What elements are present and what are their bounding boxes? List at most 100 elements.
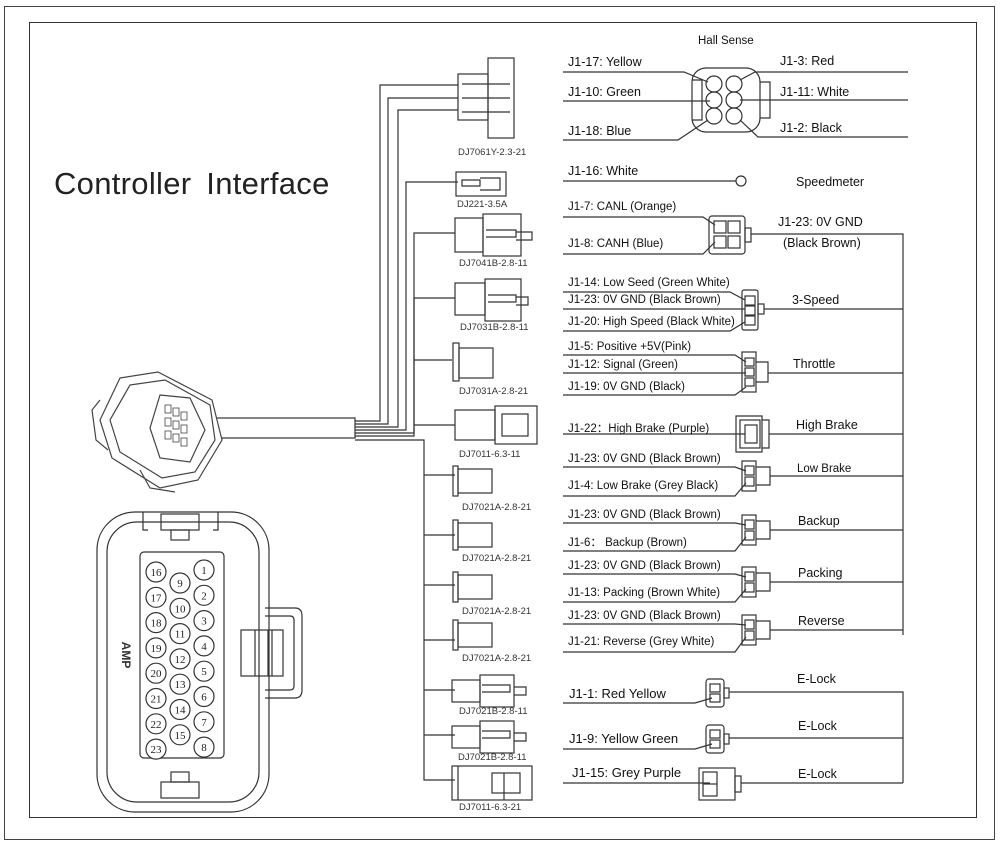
elock-wire-label: J1-1: Red Yellow <box>569 686 666 701</box>
low-brake-label: Low Brake <box>797 463 852 475</box>
three-speed-wire-label: J1-23: 0V GND (Black Brown) <box>568 294 721 306</box>
pin-hole <box>193 559 215 581</box>
pin-number: 23 <box>151 744 163 756</box>
two-pin-connector-part <box>741 514 757 546</box>
pin-number: 13 <box>175 679 187 691</box>
pin-number: 22 <box>151 719 162 731</box>
amp-logo-text: AMP <box>119 642 133 669</box>
elock-wire-label: J1-15: Grey Purple <box>572 765 682 780</box>
pin-hole <box>145 561 167 583</box>
part-label: DJ221-3.5A <box>457 199 508 210</box>
pin-number: 19 <box>151 643 163 655</box>
part-label: DJ7021A-2.8-21 <box>462 553 532 564</box>
two-pin-connector-part <box>756 620 771 640</box>
low-brake-wire-label: J1-4: Low Brake (Grey Black) <box>568 480 719 492</box>
two-pin-connector-part <box>756 466 771 486</box>
backup-wire-label: J1-23: 0V GND (Black Brown) <box>568 509 721 521</box>
two-pin-connector-part <box>741 460 757 492</box>
gnd-color-label: (Black Brown) <box>783 236 861 250</box>
pin-number: 2 <box>201 590 207 602</box>
harness-connectors <box>451 57 538 801</box>
high-brake-label: High Brake <box>796 418 858 432</box>
pin-number: 5 <box>201 666 207 678</box>
speedmeter-connector <box>563 175 747 187</box>
pin-hole <box>193 635 215 657</box>
hall-wire-label: J1-2: Black <box>780 121 842 135</box>
high-brake-connector <box>563 415 903 453</box>
throttle-wire-label: J1-12: Signal (Green) <box>568 359 678 371</box>
part-label: DJ7011-6.3-11 <box>459 449 521 460</box>
outer-border <box>4 6 995 840</box>
pin-hole <box>145 713 167 735</box>
pin-hole <box>145 687 167 710</box>
two-pin-connector-part <box>744 571 755 582</box>
part-label: DJ7021A-2.8-21 <box>462 606 532 617</box>
pin-number: 11 <box>175 629 186 641</box>
throttle-label: Throttle <box>793 357 836 371</box>
two-pin-connector-part <box>744 630 755 641</box>
pin-hole <box>169 724 191 746</box>
pin-number: 7 <box>201 717 207 729</box>
pin-number: 20 <box>151 668 163 680</box>
three-speed-label: 3-Speed <box>792 293 840 307</box>
speedmeter-wire-label: J1-16: White <box>568 164 639 178</box>
reverse-label: Reverse <box>798 614 845 628</box>
reverse-wire-label: J1-21: Reverse (Grey White) <box>568 636 715 648</box>
part-label: DJ7021A-2.8-21 <box>462 653 532 664</box>
two-pin-connector-part <box>741 566 757 598</box>
pin-hole <box>169 622 191 645</box>
hall-wire-label: J1-18: Blue <box>568 124 632 138</box>
pin-number: 4 <box>201 641 207 653</box>
packing-wire-label: J1-13: Packing (Brown White) <box>568 587 721 599</box>
two-pin-connector-part <box>563 623 747 626</box>
pin-hole <box>193 711 215 733</box>
hall-wire-label: J1-11: White <box>780 85 850 99</box>
pin-hole <box>145 662 167 684</box>
pin-hole <box>169 673 191 695</box>
harness-cable <box>209 84 458 781</box>
pin-hole <box>193 736 215 758</box>
pin-number: 9 <box>177 578 183 590</box>
two-pin-connector-part <box>563 466 747 472</box>
can-wire-label: J1-8: CANH (Blue) <box>568 238 664 250</box>
backup-label: Backup <box>798 514 840 528</box>
two-pin-connector-part <box>744 582 755 593</box>
pin-hole <box>169 572 191 594</box>
hall-wire-label: J1-3: Red <box>780 54 835 68</box>
reverse-wire-label: J1-23: 0V GND (Black Brown) <box>568 610 721 622</box>
elock-label: E-Lock <box>798 767 837 781</box>
part-label: DJ7041B-2.8-11 <box>459 258 528 269</box>
two-pin-connector-part <box>744 465 755 476</box>
hall-sense-connector <box>563 67 908 141</box>
two-pin-connector-part <box>563 522 747 526</box>
can-wire-label: J1-7: CANL (Orange) <box>568 201 677 213</box>
part-label: DJ7031B-2.8-11 <box>460 322 529 333</box>
pin-number: 12 <box>175 654 186 666</box>
pin-number: 8 <box>201 742 207 754</box>
two-pin-connector-part <box>744 619 755 630</box>
main-connector-3d <box>91 371 223 493</box>
pin-hole <box>145 738 167 760</box>
two-pin-connector-part <box>741 614 757 646</box>
two-pin-connector-part <box>744 519 755 530</box>
pin-number: 10 <box>175 603 187 615</box>
pin-number: 18 <box>151 618 163 630</box>
high-brake-wire-label: J1-22：High Brake (Purple) <box>568 423 710 435</box>
pin-number: 6 <box>201 692 207 704</box>
two-pin-connector-part <box>744 476 755 487</box>
throttle-wire-label: J1-5: Positive +5V(Pink) <box>568 341 692 353</box>
pin-hole <box>145 586 167 608</box>
hall-wire-label: J1-10: Green <box>568 85 641 99</box>
pin-number: 16 <box>151 567 163 579</box>
pin-hole <box>193 685 215 708</box>
three-speed-connector <box>563 289 903 332</box>
two-pin-connector-part <box>563 573 747 578</box>
part-label: DJ7061Y-2.3-21 <box>458 147 527 158</box>
part-label: DJ7011-6.3-21 <box>459 802 522 813</box>
pin-hole <box>169 648 191 670</box>
gnd-label: J1-23: 0V GND <box>778 215 863 229</box>
pin-hole <box>145 637 167 659</box>
elock-label: E-Lock <box>797 672 836 686</box>
